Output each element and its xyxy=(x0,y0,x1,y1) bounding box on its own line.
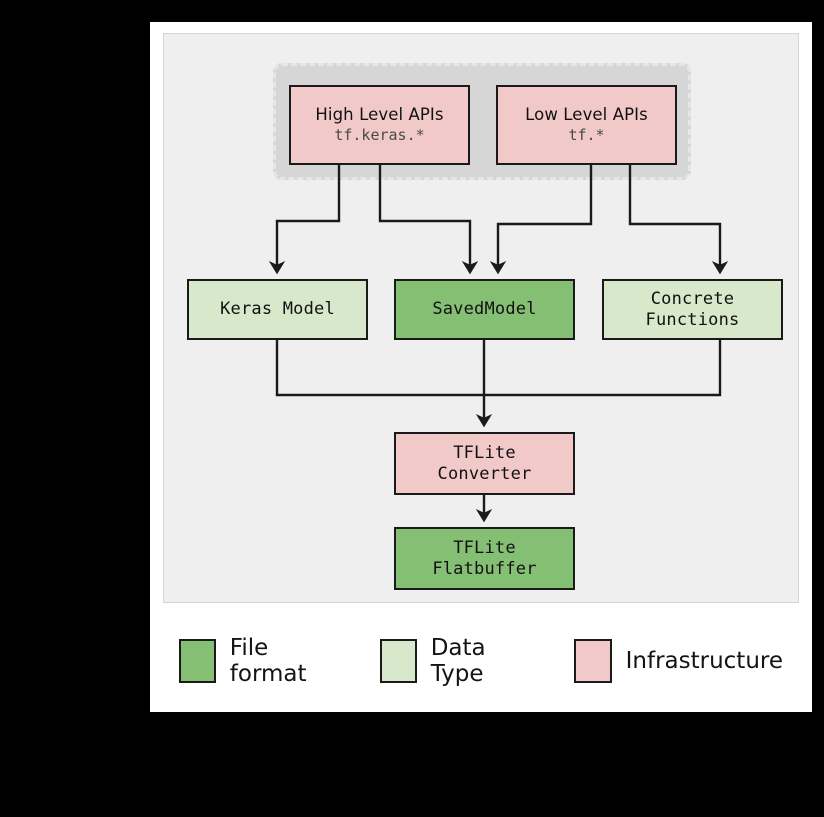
node-title-line1: Concrete xyxy=(650,289,735,310)
legend-label: Infrastructure xyxy=(625,648,783,674)
diagram-panel: High Level APIs tf.keras.* Low Level API… xyxy=(163,33,799,603)
page-canvas: High Level APIs tf.keras.* Low Level API… xyxy=(150,22,812,712)
legend-swatch-infrastructure xyxy=(573,639,612,683)
node-subtitle: tf.keras.* xyxy=(334,126,425,145)
node-title: SavedModel xyxy=(432,299,537,320)
node-title-line2: Flatbuffer xyxy=(432,558,537,579)
edge-keras-model-to-bus xyxy=(275,340,484,397)
node-subtitle: tf.* xyxy=(568,126,605,145)
legend-item-infrastructure: Infrastructure xyxy=(573,639,783,683)
legend-label: File format xyxy=(229,635,307,687)
node-high-level-apis[interactable]: High Level APIs tf.keras.* xyxy=(289,85,470,165)
node-title-line2: Converter xyxy=(437,463,532,484)
edge-low-level-apis-to-concrete-functions xyxy=(628,165,729,275)
node-title: High Level APIs xyxy=(315,104,444,124)
legend-swatch-file-format xyxy=(179,639,216,683)
connector-layer xyxy=(268,165,729,523)
edge-concrete-functions-to-bus xyxy=(484,340,722,397)
node-tflite-converter[interactable]: TFLite Converter xyxy=(394,432,575,495)
legend-item-file-format: File format xyxy=(179,635,348,687)
node-title-line1: TFLite xyxy=(453,443,516,464)
legend-swatch-data-type xyxy=(379,639,417,683)
node-title: Keras Model xyxy=(220,299,335,320)
edge-high-level-apis-to-keras-model xyxy=(268,165,341,275)
node-tflite-flatbuffer[interactable]: TFLite Flatbuffer xyxy=(394,527,575,590)
node-savedmodel[interactable]: SavedModel xyxy=(394,279,575,340)
legend-label: Data Type xyxy=(430,635,486,687)
legend: File format Data Type Infrastructure xyxy=(163,626,799,696)
node-low-level-apis[interactable]: Low Level APIs tf.* xyxy=(496,85,677,165)
node-keras-model[interactable]: Keras Model xyxy=(187,279,368,340)
node-concrete-functions[interactable]: Concrete Functions xyxy=(602,279,783,340)
edge-low-level-apis-to-savedmodel xyxy=(489,165,593,275)
node-title-line1: TFLite xyxy=(453,538,516,559)
node-title: Low Level APIs xyxy=(525,104,648,124)
edge-high-level-apis-to-savedmodel xyxy=(378,165,479,275)
node-title-line2: Functions xyxy=(645,309,740,330)
legend-item-data-type: Data Type xyxy=(379,635,542,687)
